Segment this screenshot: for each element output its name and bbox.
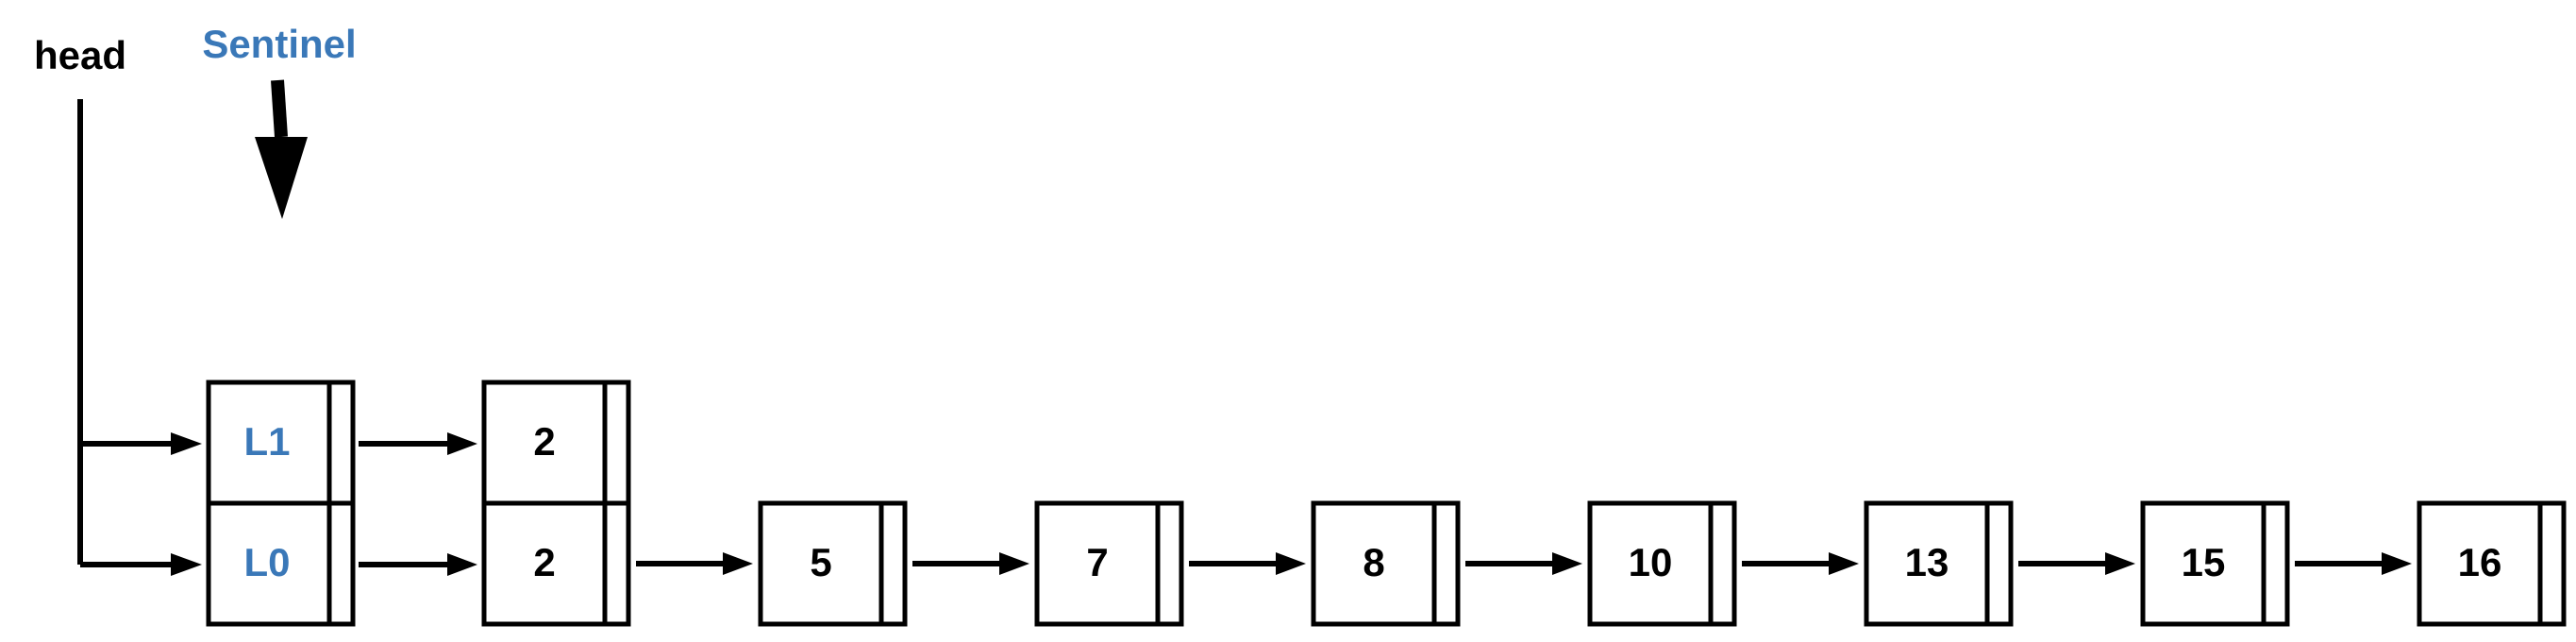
l0-next-arrow bbox=[1189, 552, 1306, 575]
l0-node-value: 13 bbox=[1905, 540, 1949, 584]
l0-node-value: 8 bbox=[1363, 540, 1384, 584]
l0-node: 15 bbox=[2140, 500, 2290, 627]
level-label-l0: L0 bbox=[243, 540, 290, 584]
l0-node: 10 bbox=[1587, 500, 1737, 627]
l0-node-chain: 2 5 7 8 10 13 15 16 bbox=[481, 500, 2567, 627]
l0-node: 16 bbox=[2417, 500, 2567, 627]
l0-node: 13 bbox=[1864, 500, 2014, 627]
sentinel-arrows bbox=[359, 432, 477, 576]
l0-node-value: 16 bbox=[2458, 540, 2502, 584]
l0-node-value: 5 bbox=[810, 540, 831, 584]
head-label: head bbox=[34, 33, 126, 77]
sentinel-node-l1: L1 bbox=[206, 380, 356, 506]
l1-node: 2 bbox=[481, 380, 631, 506]
sentinel-label: Sentinel bbox=[202, 22, 356, 66]
level-label-l1: L1 bbox=[243, 419, 290, 464]
sentinel-arrow bbox=[255, 79, 308, 219]
l0-node: 8 bbox=[1311, 500, 1461, 627]
l0-next-arrow bbox=[2018, 552, 2135, 575]
l1-node-value: 2 bbox=[533, 419, 555, 464]
l0-next-arrow bbox=[2295, 552, 2412, 575]
l0-next-arrow bbox=[912, 552, 1029, 575]
l0-node-value: 10 bbox=[1629, 540, 1673, 584]
l0-next-arrow bbox=[636, 552, 753, 575]
l0-next-arrow bbox=[1742, 552, 1859, 575]
sentinel-node-l0: L0 bbox=[206, 500, 356, 627]
l0-node: 5 bbox=[758, 500, 908, 627]
head-pointer bbox=[77, 99, 202, 576]
l0-node-value: 15 bbox=[2182, 540, 2226, 584]
l0-node-value: 2 bbox=[533, 540, 555, 584]
l0-next-arrow bbox=[1465, 552, 1582, 575]
l0-node: 7 bbox=[1034, 500, 1184, 627]
l0-node: 2 bbox=[481, 500, 631, 627]
l0-node-value: 7 bbox=[1086, 540, 1108, 584]
